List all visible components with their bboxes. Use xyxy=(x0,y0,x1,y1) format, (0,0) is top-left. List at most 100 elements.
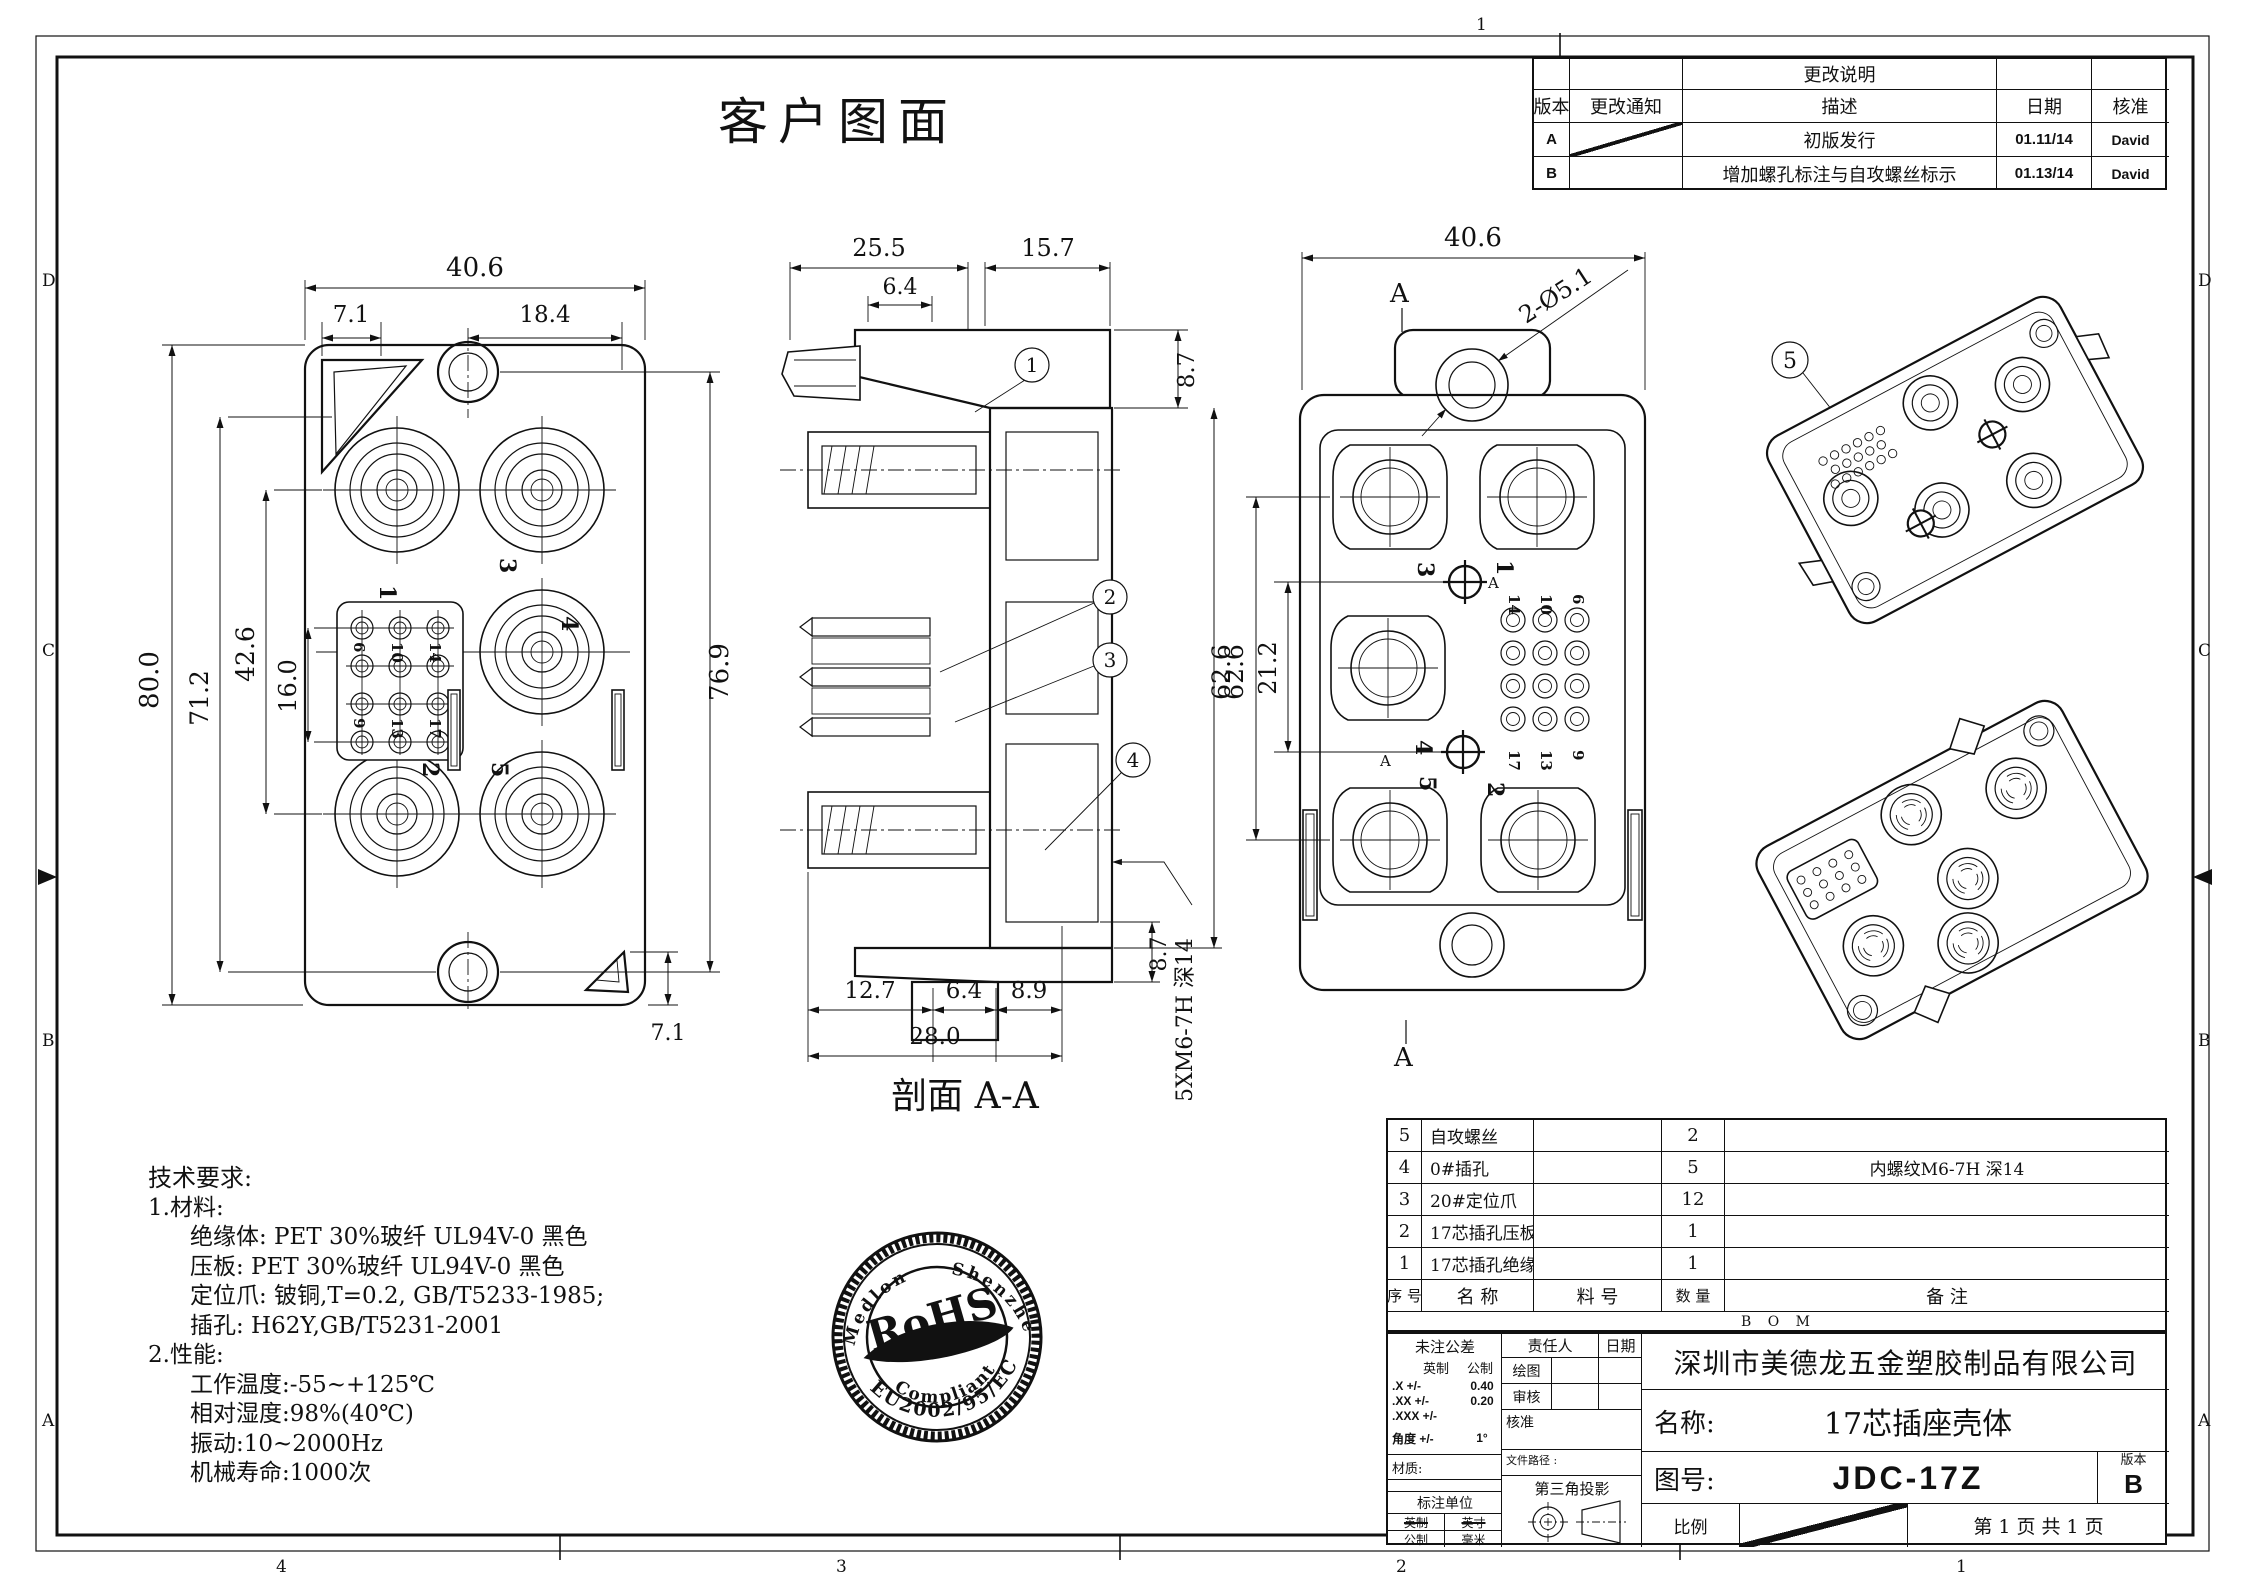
unit-mm: 毫米 xyxy=(1445,1530,1502,1547)
bom-name: 17芯插孔绝缘体 xyxy=(1422,1248,1534,1280)
tol-title: 未注公差 xyxy=(1414,1337,1475,1356)
zone-top-1: 1 xyxy=(1476,15,1487,35)
rear-contact-labels: 3 1 4 5 2 xyxy=(1410,560,1517,797)
resp-label: 责任人 xyxy=(1502,1334,1599,1358)
zone-labels: D C B A D C B A 4 3 2 1 1 xyxy=(41,15,2212,1577)
tech-line: 定位爪: 铍铜,T=0.2, GB/T5233-1985; xyxy=(190,1283,605,1309)
rear-plate xyxy=(1298,393,1647,992)
bom-h-note: 备 注 xyxy=(1725,1280,2169,1312)
front-pin-9: 9 xyxy=(350,718,368,728)
date-label: 日期 xyxy=(1599,1334,1642,1358)
front-pin-6: 6 xyxy=(350,642,368,652)
bom-no: 2 xyxy=(1388,1216,1422,1248)
front-label-3: 3 xyxy=(494,558,520,573)
tech-line: 压板: PET 30%玻纤 UL94V-0 黑色 xyxy=(190,1253,565,1280)
bom-note xyxy=(1725,1120,2169,1152)
rear-label-5: 5 xyxy=(1414,776,1440,791)
unit-imp: 英制 xyxy=(1388,1514,1445,1530)
bom-qty: 1 xyxy=(1662,1216,1725,1248)
zone-bottom-2: 2 xyxy=(1396,1557,1407,1577)
balloon-5: 5 xyxy=(1783,349,1797,374)
bom-name: 17芯插孔压板 xyxy=(1422,1216,1534,1248)
rear-pin-10: 10 xyxy=(1537,594,1555,615)
rev-box-label: 版本 xyxy=(2120,1453,2147,1468)
section-mark-top: A xyxy=(1389,279,1410,309)
zone-bottom-1: 1 xyxy=(1956,1557,1967,1577)
tech-line: 插孔: H62Y,GB/T5231-2001 xyxy=(190,1312,504,1339)
rear-section-marks: A A xyxy=(1389,279,1414,1073)
bom-note xyxy=(1725,1184,2169,1216)
dim-rear-height: 62.6 xyxy=(1220,644,1249,700)
front-pin-labels: 6 10 14 9 13 17 xyxy=(350,642,444,739)
zone-bottom-3: 3 xyxy=(836,1557,847,1577)
rev-b-version: B xyxy=(1534,157,1570,190)
dim-front-chamfer: 7.1 xyxy=(333,302,370,328)
zone-bottom-4: 4 xyxy=(276,1557,287,1577)
rev-cell xyxy=(1997,59,2092,90)
dim-sec-b3: 8.9 xyxy=(1011,978,1048,1004)
dim-sec-b1: 12.7 xyxy=(844,978,895,1004)
dim-sec-r: 15.7 xyxy=(1021,234,1074,262)
check-label: 审核 xyxy=(1502,1384,1552,1410)
dim-front-width: 40.6 xyxy=(446,253,504,283)
draw-date xyxy=(1599,1358,1642,1384)
dim-front-grid: 16.0 xyxy=(274,659,302,712)
rev-a-date: 01.11/14 xyxy=(1997,123,2092,157)
tech-line: 振动:10~2000Hz xyxy=(190,1430,383,1457)
front-dimensions: 40.6 7.1 18.4 80.0 71.2 42.6 16.0 76.9 7 xyxy=(135,253,735,1046)
rear-trace-a1: A xyxy=(1487,574,1499,592)
front-contact-labels: 1 3 4 2 5 xyxy=(374,558,582,777)
bom-part xyxy=(1534,1184,1662,1216)
thread-note: 5XM6-7H 深14 xyxy=(1173,938,1198,1102)
zone-right-b: B xyxy=(2198,1031,2211,1051)
check-sign xyxy=(1552,1384,1599,1410)
front-label-5: 5 xyxy=(486,762,512,777)
balloon-1: 1 xyxy=(1026,353,1039,377)
tech-line: 工作温度:-55~+125℃ xyxy=(190,1371,435,1398)
material-label: 材质: xyxy=(1388,1454,1502,1480)
company-name: 深圳市美德龙五金塑胶制品有限公司 xyxy=(1642,1334,2169,1390)
section-body xyxy=(780,328,1120,1042)
front-pin-14: 14 xyxy=(426,642,444,663)
dim-front-h2: 71.2 xyxy=(185,670,214,726)
bom-part xyxy=(1534,1248,1662,1280)
rear-pin-labels: 14 10 6 17 13 9 xyxy=(1505,594,1587,771)
iso-views: 5 xyxy=(1755,295,2149,1041)
dim-rear-holes: 2-Ø5.1 xyxy=(1514,261,1597,329)
page-title: 客户图面 xyxy=(718,93,958,151)
zone-left-c: C xyxy=(42,641,55,661)
front-view: 40.6 7.1 18.4 80.0 71.2 42.6 16.0 76.9 7 xyxy=(135,253,735,1046)
part-name: 17芯插座壳体 xyxy=(1823,1407,2013,1442)
rev-a-version: A xyxy=(1534,123,1570,157)
revision-table: 更改说明 版本 更改通知 描述 日期 核准 A 初版发行 01.11/14 Da… xyxy=(1532,57,2169,190)
bom-name: 自攻螺丝 xyxy=(1422,1120,1534,1152)
rear-view: A A A A 2-Ø5.1 40.6 62.6 21.2 3 1 xyxy=(1220,223,1647,1073)
section-label: 剖面 A-A xyxy=(891,1076,1040,1117)
bom-note: 内螺纹M6-7H 深14 xyxy=(1725,1152,2169,1184)
tol4-value: 1° xyxy=(1476,1431,1488,1445)
front-pin-10: 10 xyxy=(388,642,406,663)
zone-right-a: A xyxy=(2197,1411,2211,1431)
dim-front-pitch: 18.4 xyxy=(519,302,570,328)
section-view: 1 2 3 4 25.5 15.7 6.4 8.7 62.6 xyxy=(780,234,1236,1117)
bom-name: 0#插孔 xyxy=(1422,1152,1534,1184)
section-balloons: 1 2 3 4 xyxy=(939,347,1151,851)
third-angle-symbol xyxy=(1528,1500,1626,1544)
tol1-value: 0.40 xyxy=(1470,1378,1494,1393)
draw-sign xyxy=(1552,1358,1599,1384)
scale-label: 比例 xyxy=(1642,1504,1740,1547)
tol2-label: .XX +/- xyxy=(1392,1393,1430,1408)
rev-box: 版本 B xyxy=(2097,1452,2169,1504)
divider xyxy=(1641,1334,1643,1547)
bom-part xyxy=(1534,1216,1662,1248)
front-pin-grid xyxy=(336,601,464,761)
rev-cell xyxy=(2092,59,2169,90)
center-mark-left xyxy=(38,869,57,885)
rear-pin-6: 6 xyxy=(1569,594,1587,604)
tol3-label: .XXX +/- xyxy=(1392,1408,1438,1423)
tol-imperial: 英制 xyxy=(1422,1361,1449,1377)
path-label: 文件路径 : xyxy=(1502,1450,1642,1476)
bom-band: B O M xyxy=(1740,1314,1816,1330)
rev-a-notice xyxy=(1570,123,1683,157)
rear-trace-a2: A xyxy=(1379,752,1391,770)
